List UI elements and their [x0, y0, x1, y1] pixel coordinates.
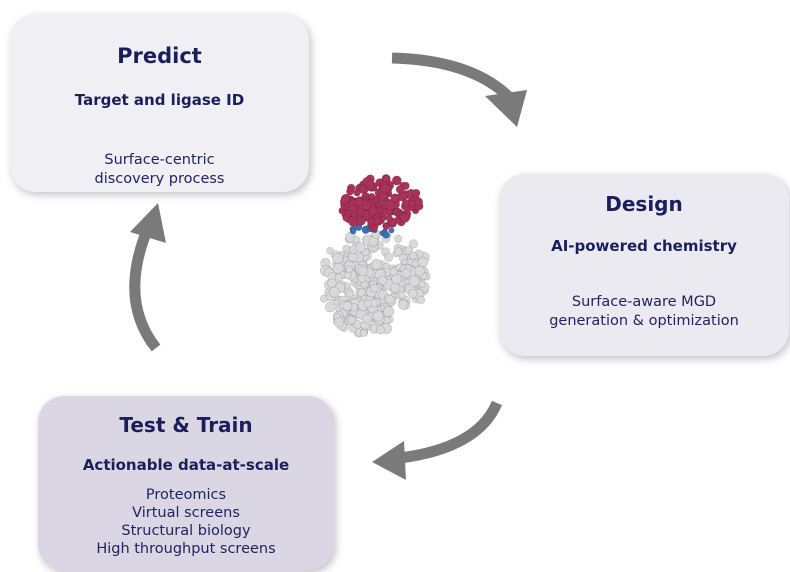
arrow-predict-to-design-icon [391, 52, 527, 127]
arrow-design-to-test-icon [372, 400, 503, 480]
design-title: Design [605, 192, 683, 216]
protein-top-domain [338, 174, 424, 232]
design-subtitle: AI-powered chemistry [551, 237, 737, 255]
test-train-body: Proteomics Virtual screens Structural bi… [38, 486, 334, 558]
test-train-line: Virtual screens [132, 505, 240, 521]
design-line: generation & optimization [549, 313, 739, 329]
predict-subtitle: Target and ligase ID [74, 91, 245, 109]
test-train-card: Test & Train Actionable data-at-scale Pr… [38, 396, 334, 570]
test-train-title: Test & Train [119, 413, 253, 437]
test-train-subtitle: Actionable data-at-scale [82, 456, 290, 474]
test-train-line: Proteomics [145, 487, 227, 503]
predict-line: discovery process [94, 171, 225, 187]
design-line: Surface-aware MGD [571, 294, 717, 310]
design-card: Design AI-powered chemistry Surface-awar… [499, 174, 789, 356]
protein-structure-icon [319, 174, 431, 338]
predict-body: Surface-centric discovery process [10, 151, 309, 189]
protein-body [319, 229, 431, 338]
predict-card: Predict Target and ligase ID Surface-cen… [10, 14, 309, 192]
test-train-line: High throughput screens [96, 541, 276, 557]
arrow-test-to-predict-icon [129, 203, 166, 352]
predict-line: Surface-centric [104, 152, 215, 168]
test-train-line: Structural biology [121, 523, 251, 539]
design-body: Surface-aware MGD generation & optimizat… [499, 293, 789, 331]
predict-title: Predict [117, 44, 202, 68]
